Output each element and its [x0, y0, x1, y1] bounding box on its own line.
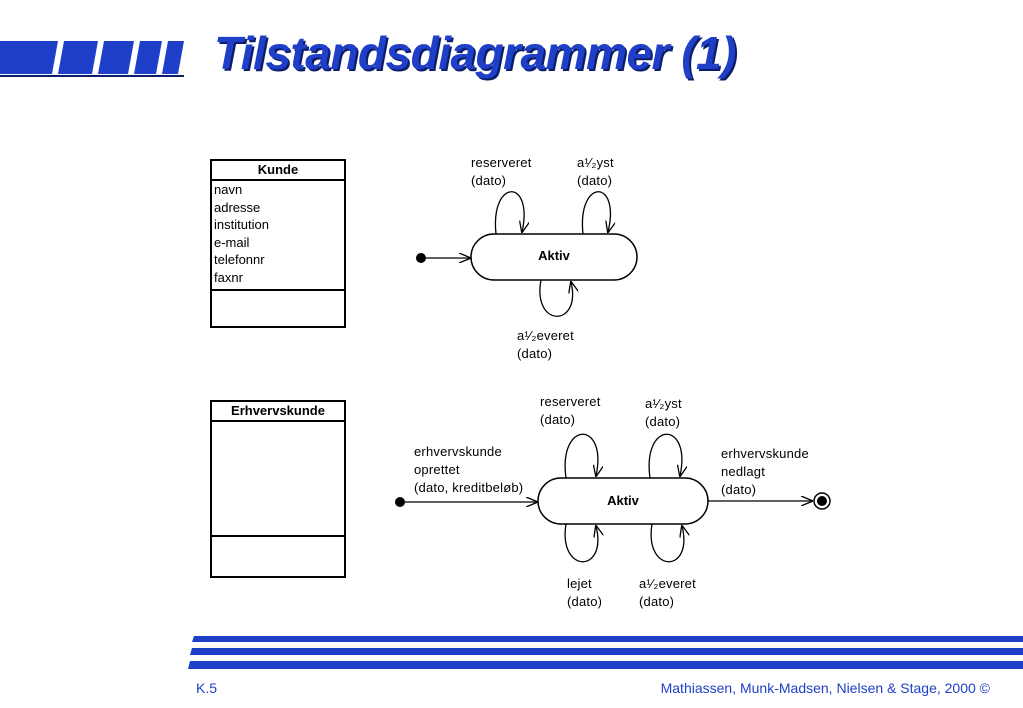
attribute-compartment: navn adresse institution e-mail telefonn… [212, 181, 344, 291]
final-state-inner [817, 496, 827, 506]
class-box-kunde: Kunde navn adresse institution e-mail te… [210, 159, 346, 328]
transition-label-aflyst: a¹⁄₂yst (dato) [645, 396, 682, 429]
footer-stripe [190, 648, 1023, 655]
state-label: Aktiv [538, 248, 570, 263]
initial-state-2 [395, 497, 405, 507]
class-box-erhvervskunde: Erhvervskunde [210, 400, 346, 578]
state-label: Aktiv [607, 493, 639, 508]
slide-number: K.5 [196, 680, 218, 696]
transition-label-afleveret: a¹⁄₂everet (dato) [517, 328, 574, 361]
initial-state-1 [416, 253, 426, 263]
transition-label-lejet: lejet (dato) [567, 576, 603, 609]
attribute: navn [214, 182, 243, 197]
footer-stripe [192, 636, 1023, 642]
transition-label-afleveret: a¹⁄₂everet (dato) [639, 576, 696, 609]
transition-label-reserveret: reserveret (dato) [471, 155, 532, 188]
transition-label-oprettet: erhvervskunde oprettet (dato, kreditbelø… [414, 444, 524, 495]
transition-label-reserveret: reserveret (dato) [540, 394, 601, 427]
attribute: e-mail [214, 234, 250, 250]
state-aktiv-1 [470, 233, 638, 281]
attribute: telefonnr [214, 252, 265, 267]
slide-title: Tilstandsdiagrammer (1) [214, 27, 736, 79]
header-bars-graphic [0, 41, 184, 77]
class-name: Erhvervskunde [212, 402, 344, 422]
attribute: faxnr [214, 269, 243, 285]
attribute: adresse [214, 199, 261, 215]
transition-label-aflyst: a¹⁄₂yst (dato) [577, 155, 614, 188]
footer-stripe [188, 661, 1023, 669]
attribute-compartment [212, 422, 344, 537]
transition-label-nedlagt: erhvervskunde nedlagt (dato) [721, 446, 809, 497]
attribute: institution [214, 217, 269, 232]
class-name: Kunde [212, 161, 344, 181]
header-decoration [0, 38, 190, 78]
footer-credits: Mathiassen, Munk-Madsen, Nielsen & Stage… [660, 680, 990, 696]
